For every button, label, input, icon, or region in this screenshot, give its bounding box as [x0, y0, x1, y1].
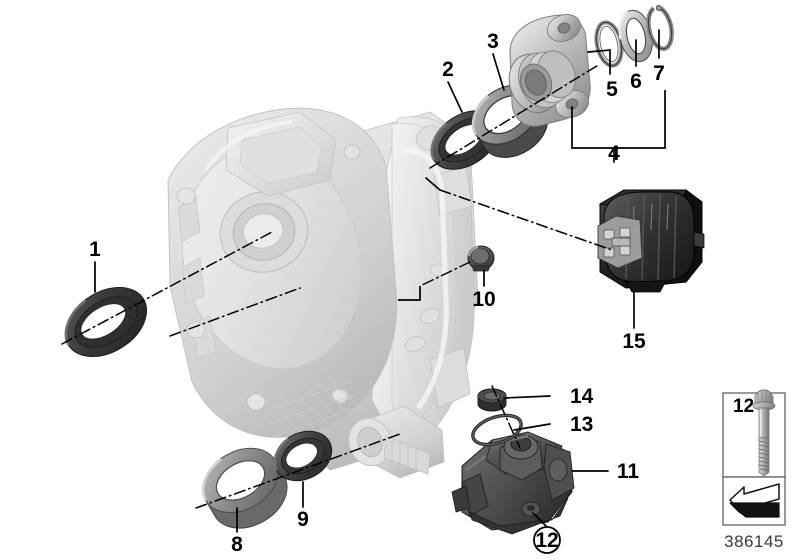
- callout-label-12: 12: [535, 529, 558, 552]
- leader-housing-to-connector: [425, 177, 441, 191]
- axis-parts-8-9: [195, 433, 401, 509]
- hex-flange-bolt-icon: [752, 389, 776, 477]
- part-13-o-ring: [471, 413, 523, 447]
- leader-2: [447, 81, 463, 113]
- leader-13: [513, 423, 551, 431]
- callout-layer: 1 2 3 4 5 6 7 8 9 10 11 1: [89, 29, 666, 556]
- callout-label-14: 14: [570, 385, 594, 408]
- part-14-cover-cap: [477, 388, 507, 412]
- axis-part-1: [61, 231, 273, 345]
- installation-direction-arrow-icon: [729, 483, 780, 518]
- callout-label-3: 3: [487, 30, 499, 53]
- leader-14: [503, 395, 551, 399]
- centerline-axes: [61, 63, 613, 509]
- callout-label-10: 10: [472, 288, 495, 311]
- callout-label-8: 8: [231, 533, 243, 556]
- detail-box: 12: [722, 389, 786, 551]
- part-6-washer: [618, 9, 654, 63]
- callout-label-7: 7: [653, 62, 665, 85]
- axis-front-lower: [169, 287, 301, 337]
- leader-12: [532, 512, 548, 528]
- part-8-bearing-ring: [201, 447, 288, 529]
- part-4-output-flange: [508, 13, 591, 127]
- transfer-case-housing: [167, 107, 479, 479]
- detail-box-item-number: 12: [733, 396, 754, 417]
- callout-label-6: 6: [630, 70, 642, 93]
- bracket-group-4: [571, 90, 666, 149]
- axis-parts-2-3-4: [429, 63, 601, 169]
- part-9-shaft-seal-rear: [273, 430, 333, 482]
- part-1-shaft-seal-front: [64, 286, 148, 358]
- leader-5: [587, 49, 611, 75]
- callout-label-11: 11: [617, 460, 640, 483]
- callout-label-2: 2: [442, 58, 454, 81]
- axis-part-15: [439, 189, 613, 251]
- callout-circle-12: [533, 526, 561, 554]
- callout-label-13: 13: [570, 413, 593, 436]
- diagram-id-label: 386145: [724, 532, 784, 551]
- leader-3: [492, 53, 505, 91]
- part-10-sealing-plug: [467, 245, 495, 272]
- bracket-part-10-housing: [398, 286, 421, 301]
- part-7-circlip: [646, 5, 674, 52]
- callout-label-15: 15: [622, 330, 646, 353]
- part-5-retaining-ring: [594, 20, 624, 68]
- part-11-actuator-motor: [451, 431, 575, 535]
- part-15-connector-housing: [597, 189, 705, 293]
- axis-actuator-stack: [491, 385, 521, 449]
- callout-label-5: 5: [606, 78, 618, 101]
- axis-part-10: [419, 261, 471, 287]
- callout-label-1: 1: [89, 238, 101, 261]
- callout-label-4: 4: [608, 142, 620, 165]
- callout-label-9: 9: [297, 508, 309, 531]
